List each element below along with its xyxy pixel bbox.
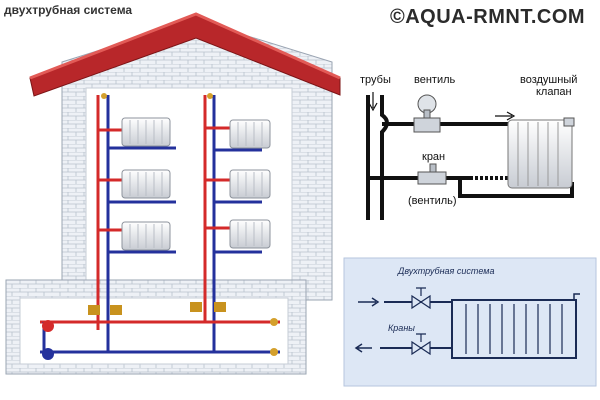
scheme-radiator	[507, 117, 575, 189]
air-valve-label-line1: воздушный	[520, 74, 578, 86]
small-scheme-box	[343, 257, 597, 387]
pipes-label: трубы	[360, 74, 391, 86]
small-scheme-title: Двухтрубная система	[398, 266, 495, 276]
basement-interior	[19, 297, 289, 365]
radiator	[229, 219, 271, 249]
valve-label: вентиль	[414, 74, 456, 86]
diagram-title: двухтрубная система	[4, 3, 133, 17]
house	[5, 12, 341, 375]
tap-label: кран	[422, 151, 446, 163]
riser-right	[203, 95, 262, 335]
watermark: ©AQUA-RMNT.COM	[390, 6, 586, 28]
riser-left	[96, 95, 176, 340]
valve-alt-label: (вентиль)	[408, 195, 457, 207]
valve-icon	[413, 94, 441, 133]
tap-icon	[417, 163, 447, 185]
taps-label: Краны	[388, 323, 415, 333]
air-valve-label-line2: клапан	[536, 86, 572, 98]
basement-valves	[42, 93, 278, 360]
radiator	[229, 119, 271, 149]
radiator	[229, 169, 271, 199]
small-scheme	[354, 287, 580, 359]
